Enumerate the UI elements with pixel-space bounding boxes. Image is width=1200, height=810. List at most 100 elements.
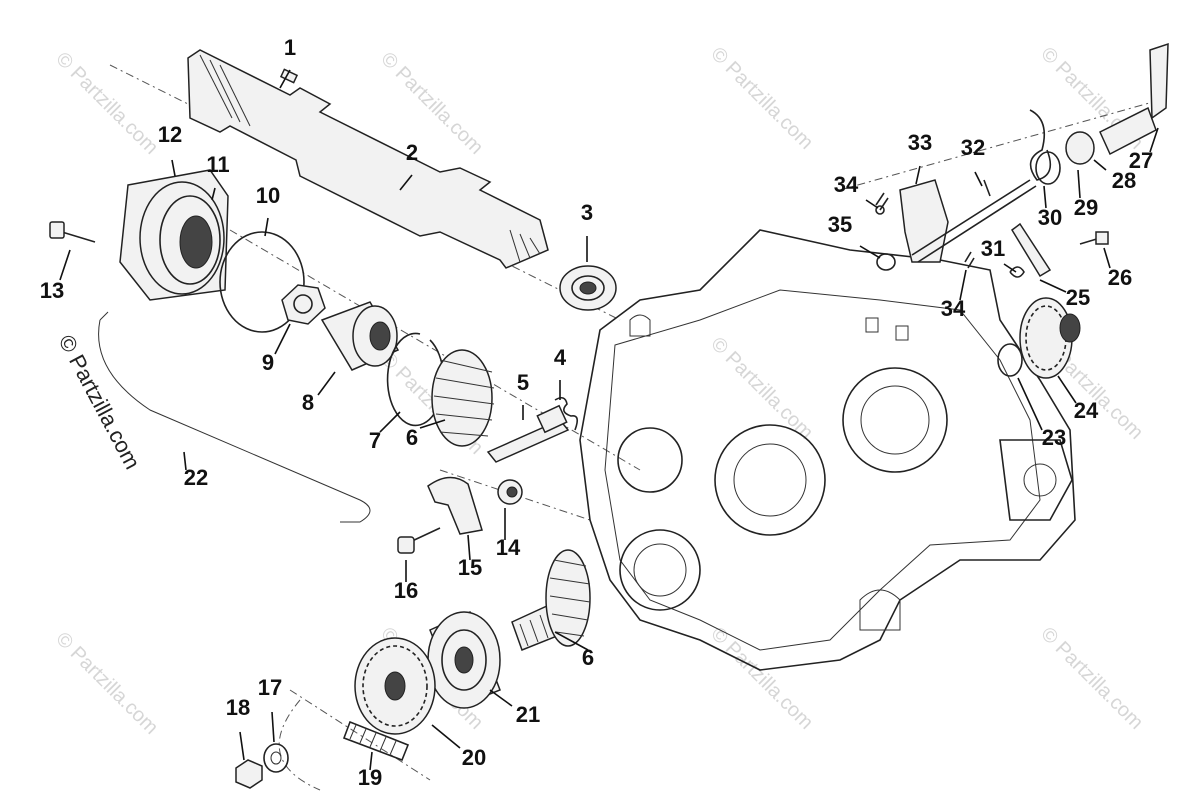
leader-line [317, 371, 336, 396]
callout-20: 20 [431, 724, 486, 770]
callout-number: 22 [184, 465, 208, 490]
watermark: © Partzilla.com [706, 333, 817, 444]
watermark: © Partzilla.com [1036, 623, 1147, 734]
callout-23: 23 [1017, 377, 1066, 450]
leader-line [1077, 169, 1081, 199]
callout-9: 9 [262, 323, 291, 375]
o-ring [219, 231, 305, 333]
callout-17: 17 [258, 675, 282, 743]
watermark: © Partzilla.com [51, 48, 162, 159]
idler-gear [1019, 297, 1081, 379]
bearing-housing [119, 169, 229, 301]
drive-chain [342, 720, 410, 762]
leader-line [239, 731, 245, 761]
callout-number: 6 [582, 645, 594, 670]
leader-line [1149, 127, 1159, 153]
leader-line [915, 165, 921, 185]
callout-number: 20 [462, 745, 486, 770]
callout-number: 33 [908, 130, 932, 155]
bevel-gear-upper [431, 349, 495, 447]
callout-3: 3 [581, 200, 593, 262]
callout-6: 6 [406, 419, 446, 450]
callout-number: 4 [554, 345, 567, 370]
leader-line [1093, 159, 1107, 171]
leader-line [171, 159, 176, 177]
callout-6: 6 [554, 631, 594, 670]
callout-34: 34 [941, 269, 967, 321]
callout-22: 22 [183, 451, 208, 490]
callout-4: 4 [554, 345, 567, 400]
shaft-bearing [559, 265, 617, 311]
callout-27: 27 [1129, 127, 1159, 173]
callout-10: 10 [256, 183, 280, 237]
side-watermark: © Partzilla.com [54, 331, 146, 474]
leader-line [467, 534, 471, 561]
callout-18: 18 [226, 695, 250, 761]
shift-mechanism [875, 42, 1169, 278]
callout-number: 32 [961, 135, 985, 160]
callout-21: 21 [489, 689, 540, 727]
leader-line [1057, 375, 1077, 404]
callout-number: 26 [1108, 265, 1132, 290]
engine-case [579, 229, 1076, 671]
callout-number: 34 [941, 296, 966, 321]
callout-number: 35 [828, 212, 852, 237]
callout-28: 28 [1093, 159, 1136, 193]
watermark: © Partzilla.com [51, 628, 162, 739]
callout-number: 3 [581, 200, 593, 225]
callout-16: 16 [394, 560, 418, 603]
callout-number: 14 [496, 535, 521, 560]
leader-line [974, 171, 983, 187]
callout-number: 19 [358, 765, 382, 790]
callout-number: 15 [458, 555, 482, 580]
return-spring [554, 396, 579, 431]
leader-line [1103, 247, 1111, 269]
callout-number: 10 [256, 183, 280, 208]
callout-12: 12 [158, 122, 182, 177]
pinion-bearing [427, 610, 501, 709]
callout-5: 5 [517, 370, 529, 420]
spur-gear [354, 637, 436, 735]
callout-number: 31 [981, 236, 1005, 261]
callout-number: 25 [1066, 285, 1090, 310]
callout-32: 32 [961, 135, 985, 187]
callout-26: 26 [1103, 247, 1132, 290]
leader-line [419, 419, 446, 429]
needle-bearing [320, 301, 400, 371]
bracket-bolt [397, 527, 441, 554]
callout-number: 2 [406, 140, 418, 165]
callout-11: 11 [206, 152, 230, 201]
leader-line [183, 451, 187, 471]
gear-washer [997, 343, 1023, 377]
callout-number: 7 [369, 428, 381, 453]
leader-line [1043, 185, 1047, 209]
callout-labels: 1234566789101112131415161718192021222324… [40, 35, 1159, 790]
callout-number: 13 [40, 278, 64, 303]
callout-8: 8 [302, 371, 336, 415]
callout-15: 15 [458, 534, 482, 580]
callout-34: 34 [834, 172, 879, 209]
callout-number: 27 [1129, 148, 1153, 173]
shaft-key [279, 68, 299, 84]
lock-nut [281, 284, 326, 325]
callout-2: 2 [399, 140, 418, 191]
callout-number: 24 [1074, 398, 1099, 423]
callout-number: 1 [284, 35, 296, 60]
group-bracket [98, 319, 371, 523]
callout-number: 21 [516, 702, 540, 727]
callout-14: 14 [496, 508, 521, 560]
callout-number: 29 [1074, 195, 1098, 220]
callout-30: 30 [1038, 185, 1062, 230]
leader-line [271, 711, 275, 743]
callout-33: 33 [908, 130, 932, 185]
callout-number: 5 [517, 370, 529, 395]
callout-7: 7 [369, 411, 401, 453]
center-lines [109, 64, 1161, 781]
leader-line [865, 199, 879, 209]
leader-line [959, 269, 967, 301]
leader-line [279, 69, 291, 89]
leader-line [859, 245, 881, 259]
nut [235, 759, 263, 789]
callout-number: 17 [258, 675, 282, 700]
callout-number: 11 [206, 152, 229, 177]
